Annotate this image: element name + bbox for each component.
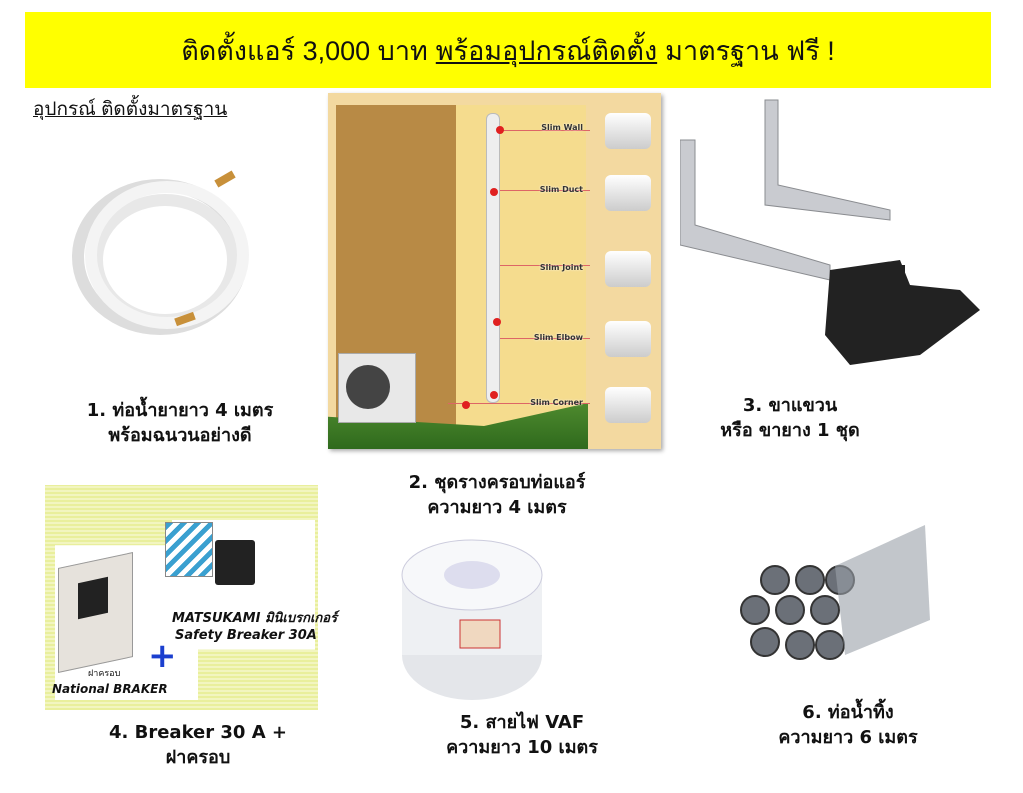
slim-elbow-image [605,321,651,357]
label-slim-elbow: Slim Elbow [533,333,583,342]
cover-label-en: National BRAKER [52,682,168,696]
leader-line [500,338,590,339]
label-slim-joint: Slim Joint [539,263,583,272]
banner-text-2: มาตรฐาน ฟรี ! [665,35,835,66]
marker-dot [496,126,504,134]
item-6-subtitle: ความยาว 6 เมตร [778,727,918,748]
item-5-subtitle: ความยาว 10 เมตร [446,737,598,758]
vaf-cable-coil-image [401,539,543,700]
slim-duct-image [605,175,651,211]
insulated-pipe-coil-image [72,170,249,335]
leader-line [448,403,590,404]
slim-corner-image [605,387,651,423]
promo-banner: ติดตั้งแอร์ 3,000 บาท พร้อมอุปกรณ์ติดตั้… [25,12,991,88]
item-6-title: 6. ท่อน้ำทิ้ง [802,702,894,723]
marker-dot [490,188,498,196]
item-5-title: 5. สายไฟ VAF [459,712,585,733]
breaker-cover-window [78,576,108,620]
item-1-caption: 1. ท่อน้ำยายาว 4 เมตร พร้อมฉนวนอย่างดี [87,398,274,448]
leader-line [500,265,590,266]
wall-light [456,105,586,435]
item-6-caption: 6. ท่อน้ำทิ้ง ความยาว 6 เมตร [778,700,917,750]
item-2-title: 2. ชุดรางครอบท่อแอร์ [408,472,586,493]
marker-dot [490,391,498,399]
wall-bracket-image [680,99,980,365]
breaker-brand: MATSUKAMI มินิเบรกเกอร์ [172,611,338,626]
fan-icon [346,365,390,409]
breaker-box-image [165,522,213,577]
leader-line [500,190,590,191]
item-5-caption: 5. สายไฟ VAF ความยาว 10 เมตร [446,710,598,760]
label-slim-wall: Slim Wall [541,123,583,132]
drain-pipes-image [740,525,930,660]
item-4-subtitle: ฝาครอบ [165,747,231,768]
plus-icon: + [148,636,177,676]
item-3-caption: 3. ขาแขวน หรือ ขายาง 1 ชุด [720,393,859,443]
marker-dot [462,401,470,409]
banner-text-underlined: พร้อมอุปกรณ์ติดตั้ง [435,35,658,66]
breaker-model: Safety Breaker 30A [175,628,317,643]
marker-dot [493,318,501,326]
item-1-subtitle: พร้อมฉนวนอย่างดี [108,425,252,446]
duct-cover-diagram: Slim Wall Slim Duct Slim Joint Slim Elbo… [328,93,661,449]
item-1-title: 1. ท่อน้ำยายาว 4 เมตร [86,400,274,421]
leader-line [500,130,590,131]
mini-breaker-image [215,540,255,585]
item-4-caption: 4. Breaker 30 A + ฝาครอบ [109,720,287,770]
label-slim-corner: Slim Corner [530,398,583,407]
item-2-subtitle: ความยาว 4 เมตร [427,497,567,518]
label-slim-duct: Slim Duct [539,185,583,194]
item-4-title: 4. Breaker 30 A + [108,722,288,743]
banner-text-1: ติดตั้งแอร์ 3,000 บาท [181,35,428,66]
item-3-subtitle: หรือ ขายาง 1 ชุด [720,420,860,441]
section-subtitle: อุปกรณ์ ติดตั้งมาตรฐาน [33,99,228,120]
cover-label-th: ฝาครอบ [88,669,121,679]
slim-wall-image [605,113,651,149]
slim-joint-image [605,251,651,287]
item-2-caption: 2. ชุดรางครอบท่อแอร์ ความยาว 4 เมตร [409,470,586,520]
duct-pipe [486,113,500,403]
item-3-title: 3. ขาแขวน [742,395,838,416]
